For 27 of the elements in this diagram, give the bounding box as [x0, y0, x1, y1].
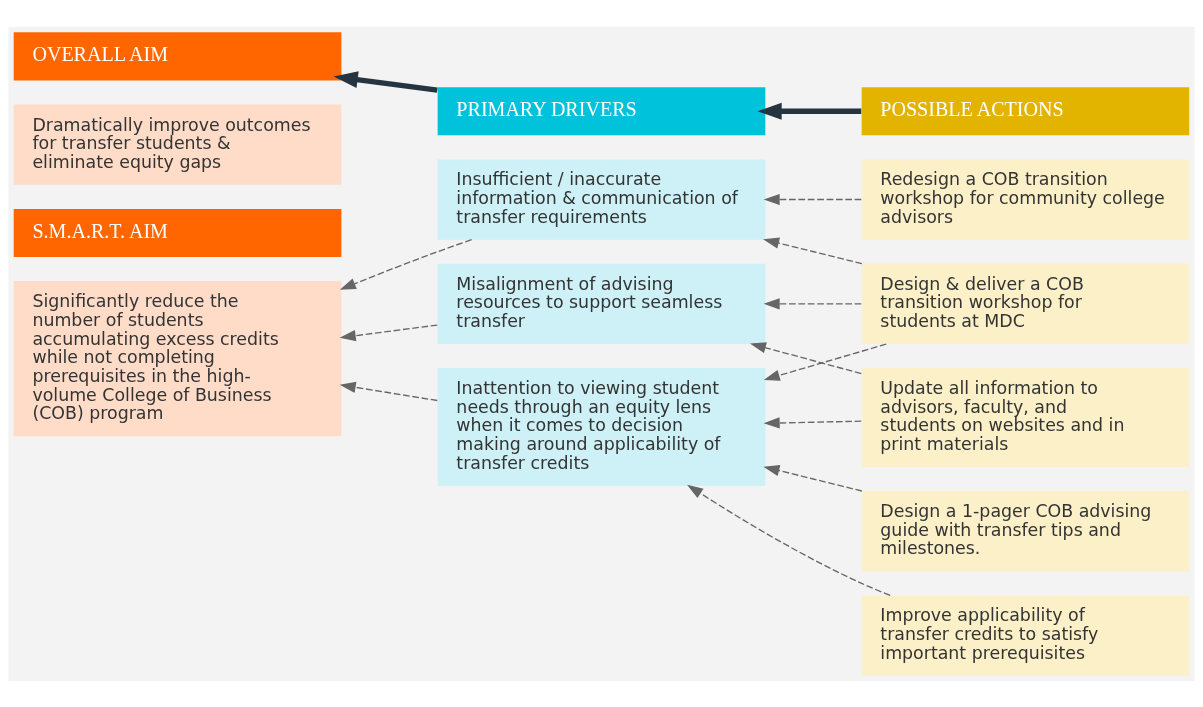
- node-box: Misalignment of advising resources to support seamless transfer: [437, 263, 766, 344]
- node-box: OVERALL AIM: [13, 31, 342, 80]
- arrow: [749, 341, 862, 374]
- arrow: [763, 416, 862, 429]
- node-box: Insufficient / inaccurate information & communication of transfer requirements: [437, 158, 766, 240]
- node-box: Design & deliver a COB transition workshop for students at MDC: [861, 263, 1190, 344]
- arrow: [763, 342, 887, 381]
- arrow: [333, 70, 438, 93]
- node-box: Inattention to viewing student needs through an equity lens when it comes to decision making around applicability of transfer credits: [437, 367, 766, 486]
- arrow: [339, 323, 438, 341]
- node-box: Redesign a COB transition workshop for community college advisors: [861, 158, 1190, 240]
- arrow: [763, 464, 863, 492]
- node-box: Design a 1-pager COB advising guide with transfer tips and milestones.: [861, 490, 1190, 571]
- node-box: POSSIBLE ACTIONS: [861, 86, 1190, 135]
- node-box: Improve applicability of transfer credits to satisfy important prerequisites: [861, 594, 1190, 676]
- node-box: Update all information to advisors, faculty, and students on websites and in print materials: [861, 367, 1190, 467]
- arrow: [757, 102, 862, 120]
- node-box: PRIMARY DRIVERS: [437, 86, 766, 135]
- node-box: S.M.A.R.T. AIM: [13, 208, 342, 257]
- arrow: [339, 381, 438, 401]
- node-box: Significantly reduce the number of students accumulating excess credits while not completing prerequisites in the high-volume College of Business (COB) program: [13, 280, 342, 436]
- arrow: [687, 484, 891, 596]
- node-box: Dramatically improve outcomes for transfer students & eliminate equity gaps: [13, 104, 342, 185]
- arrow: [339, 238, 473, 290]
- arrow: [763, 193, 862, 205]
- arrow: [763, 237, 863, 264]
- arrow: [763, 297, 862, 309]
